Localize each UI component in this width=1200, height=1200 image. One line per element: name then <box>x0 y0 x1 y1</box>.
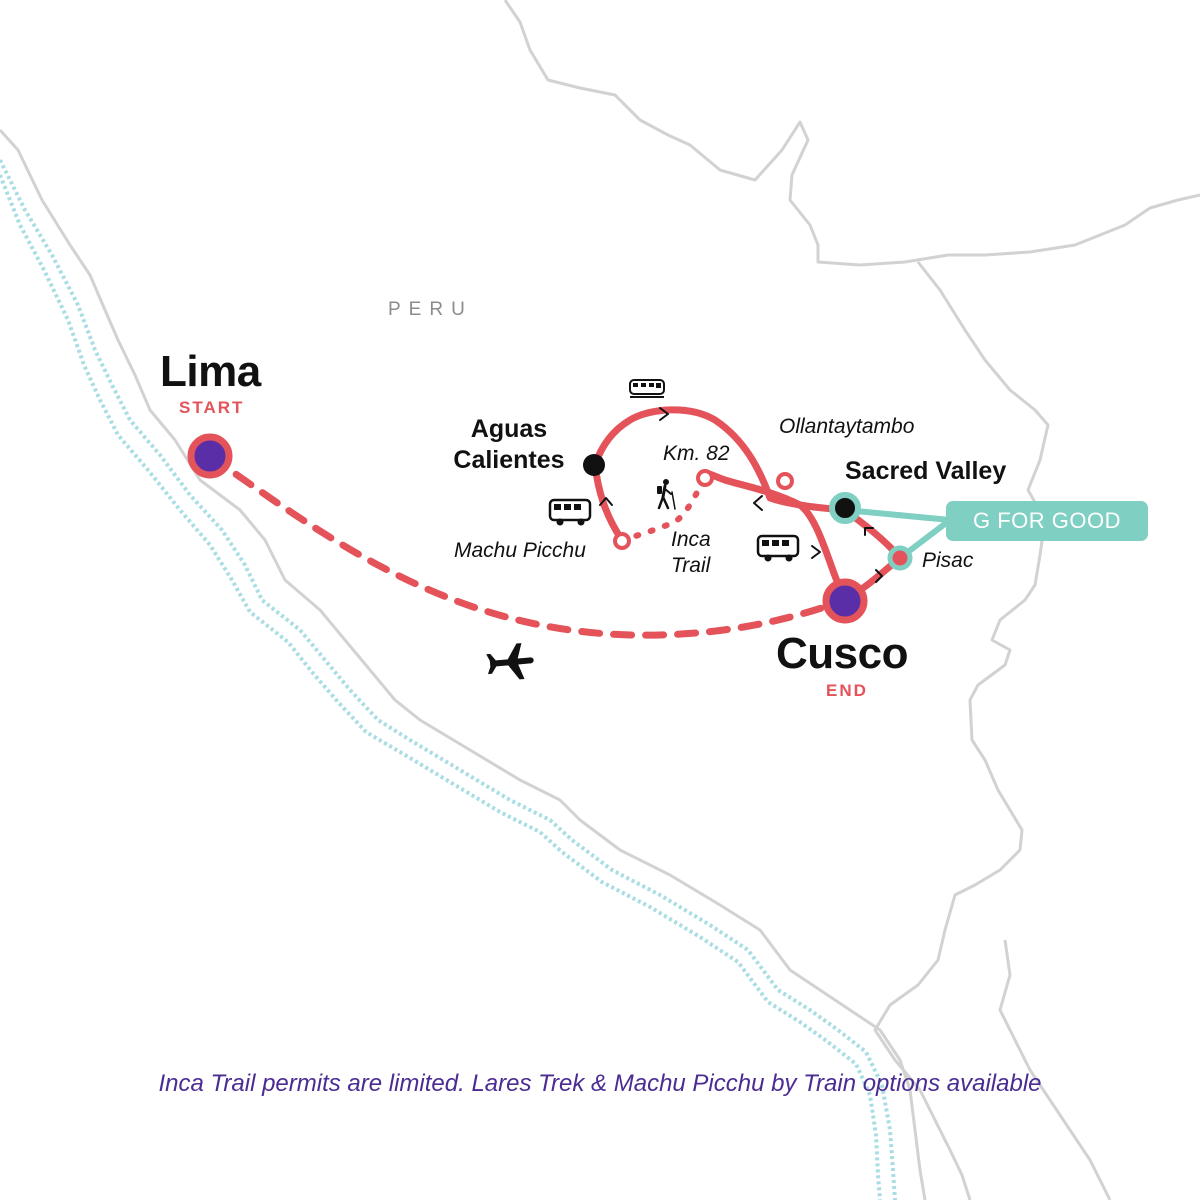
city-cusco: Cusco <box>776 629 908 678</box>
hiker-icon <box>657 479 676 510</box>
coast-ripple-outer <box>0 159 897 1200</box>
stop-machu-picchu <box>613 532 631 550</box>
direction-arrow-icon <box>811 545 821 559</box>
border-east <box>873 261 1050 1200</box>
coastline <box>0 159 897 1200</box>
direction-arrow-icon <box>753 495 763 511</box>
stop-cusco <box>822 578 868 624</box>
train-icon <box>629 379 665 398</box>
inca-trail-line2: Trail <box>671 554 711 577</box>
border-west <box>0 128 927 1200</box>
stop-km82 <box>696 469 714 487</box>
stop-pisac <box>887 545 913 571</box>
lima-start-tag: START <box>179 398 245 417</box>
city-lima: Lima <box>160 347 261 396</box>
cusco-end-tag: END <box>826 681 868 700</box>
flight-route-lima-cusco <box>206 452 849 639</box>
coast-ripple-inner <box>0 174 882 1200</box>
place-pisac: Pisac <box>922 549 974 572</box>
inca-trail-line1: Inca <box>671 528 711 551</box>
direction-arrow-icon <box>659 407 669 421</box>
place-km82: Km. 82 <box>663 442 730 465</box>
bus-icon <box>756 534 800 562</box>
border-south-east <box>998 939 1112 1200</box>
stop-sacred-valley <box>829 492 861 524</box>
direction-arrow-icon <box>599 497 613 506</box>
footnote: Inca Trail permits are limited. Lares Tr… <box>158 1070 1042 1097</box>
place-aguas-calientes: Aguas Calientes <box>449 414 569 476</box>
bus-icon <box>548 498 592 526</box>
place-sacred-valley: Sacred Valley <box>845 457 1007 485</box>
aguas-calientes-line2: Calientes <box>453 446 565 474</box>
place-inca-trail: Inca Trail <box>671 527 711 579</box>
stop-lima <box>187 433 233 479</box>
stop-ollantaytambo <box>776 472 794 490</box>
aguas-calientes-line1: Aguas <box>470 415 548 443</box>
direction-arrow-icon <box>875 569 883 583</box>
direction-arrow-icon <box>864 527 874 536</box>
g-for-good-badge: G FOR GOOD <box>946 501 1148 541</box>
place-machu-picchu: Machu Picchu <box>454 539 586 562</box>
route-inca-trail <box>619 473 708 543</box>
route-sacred-valley-train-aguas <box>591 406 849 514</box>
direction-arrows <box>599 407 883 583</box>
plane-icon <box>486 643 534 680</box>
place-ollantaytambo: Ollantaytambo <box>779 415 915 438</box>
country-label: PERU <box>388 299 473 320</box>
stop-aguas-calientes <box>583 454 605 476</box>
route-aguas-machu-picchu <box>591 461 626 544</box>
border-north <box>503 0 1200 267</box>
